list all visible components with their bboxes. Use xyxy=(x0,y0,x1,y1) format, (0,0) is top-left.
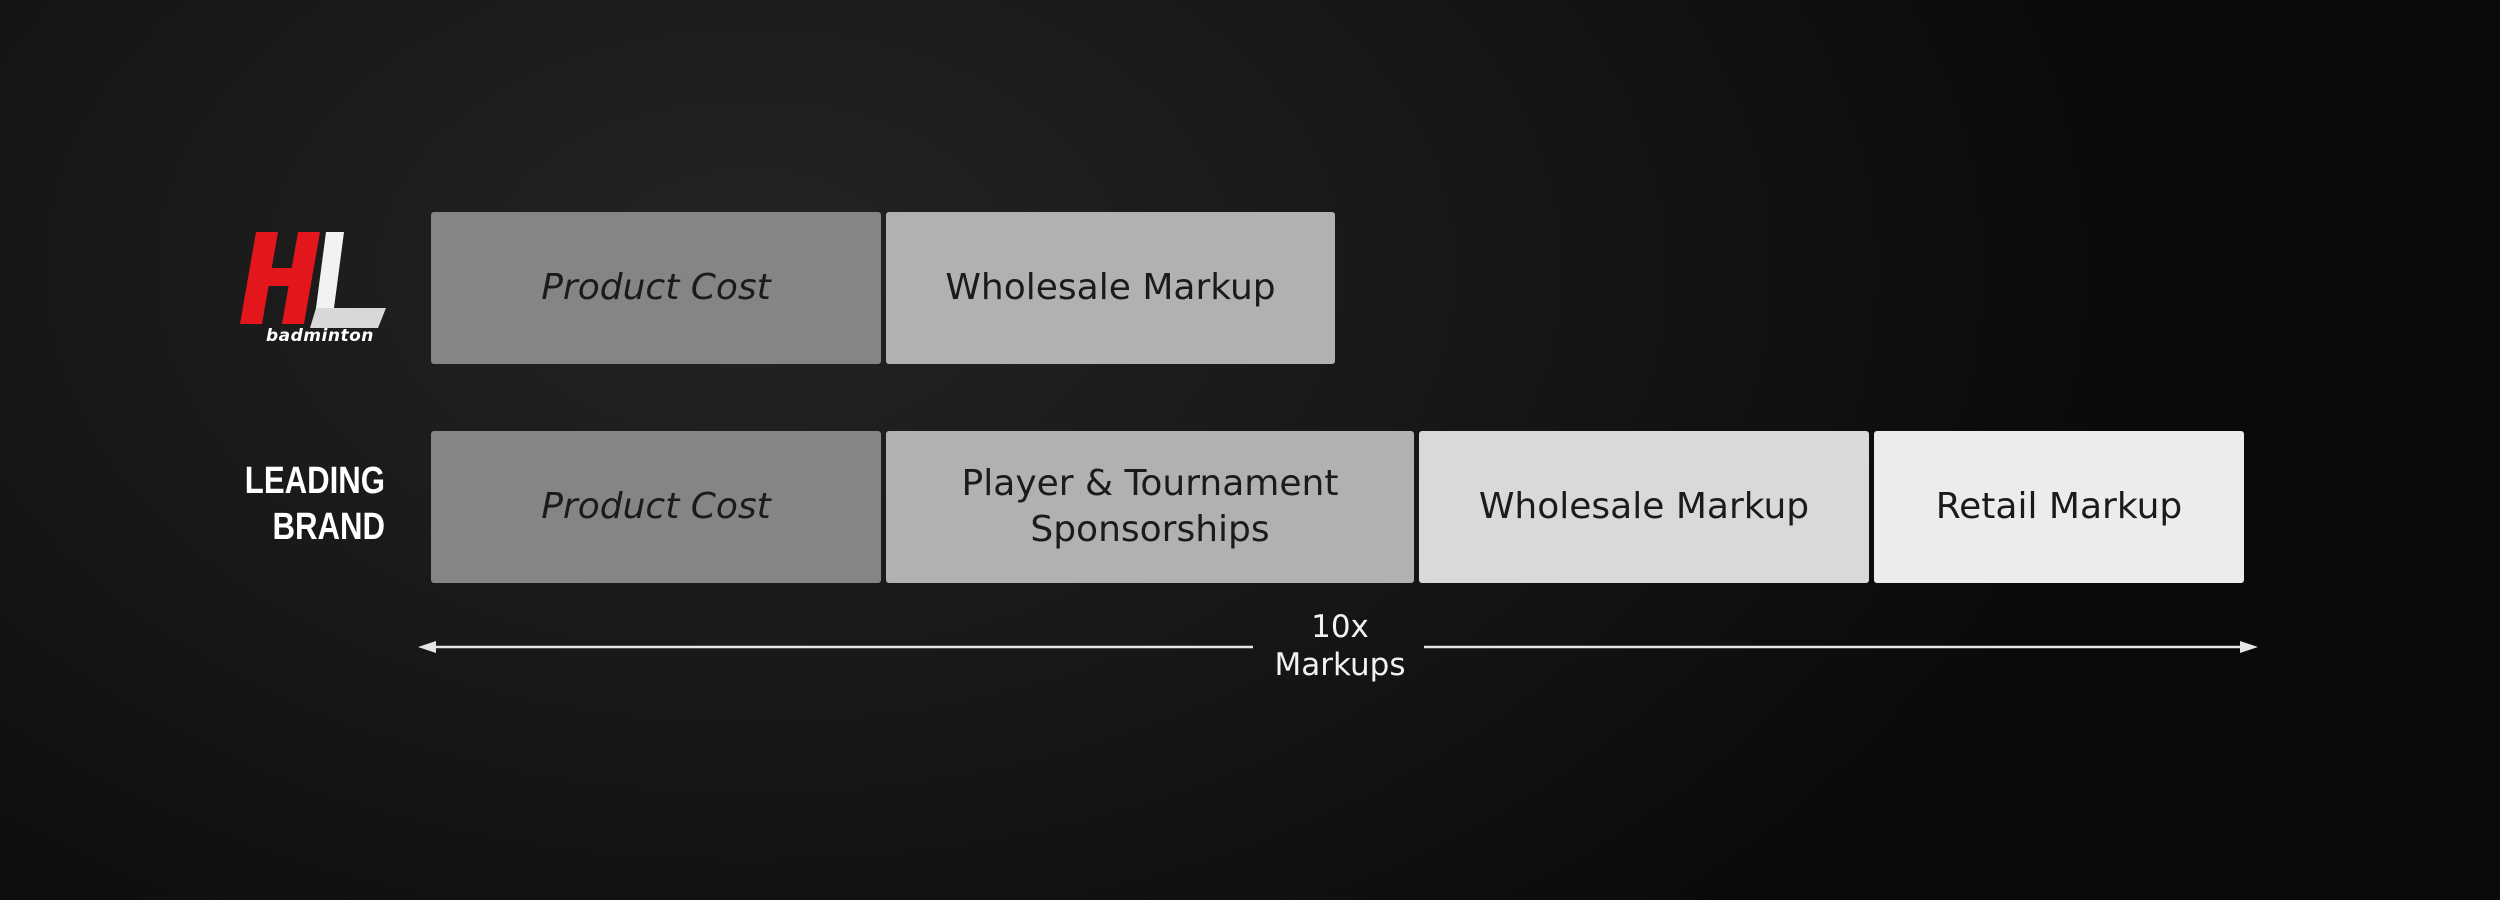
hl-badminton-logo: badminton xyxy=(238,228,388,350)
ten-x-markups-label: 10x Markups xyxy=(1274,609,1406,683)
leading-brand-label: LEADING BRAND xyxy=(244,460,385,548)
markup-span-arrow xyxy=(418,632,2258,662)
row1-wholesale-markup-segment: Wholesale Markup xyxy=(886,212,1335,364)
row2-product-cost-segment: Product Cost xyxy=(431,431,881,583)
hl-logo-icon xyxy=(240,232,386,328)
arrowhead-left-icon xyxy=(418,641,436,653)
logo-wordmark: badminton xyxy=(266,326,374,346)
row2-retail-markup-segment: Retail Markup xyxy=(1874,431,2244,583)
row1-product-cost-segment: Product Cost xyxy=(431,212,881,364)
arrowhead-right-icon xyxy=(2240,641,2258,653)
row2-wholesale-markup-segment: Wholesale Markup xyxy=(1419,431,1869,583)
row2-sponsorships-segment: Player & Tournament Sponsorships xyxy=(886,431,1414,583)
